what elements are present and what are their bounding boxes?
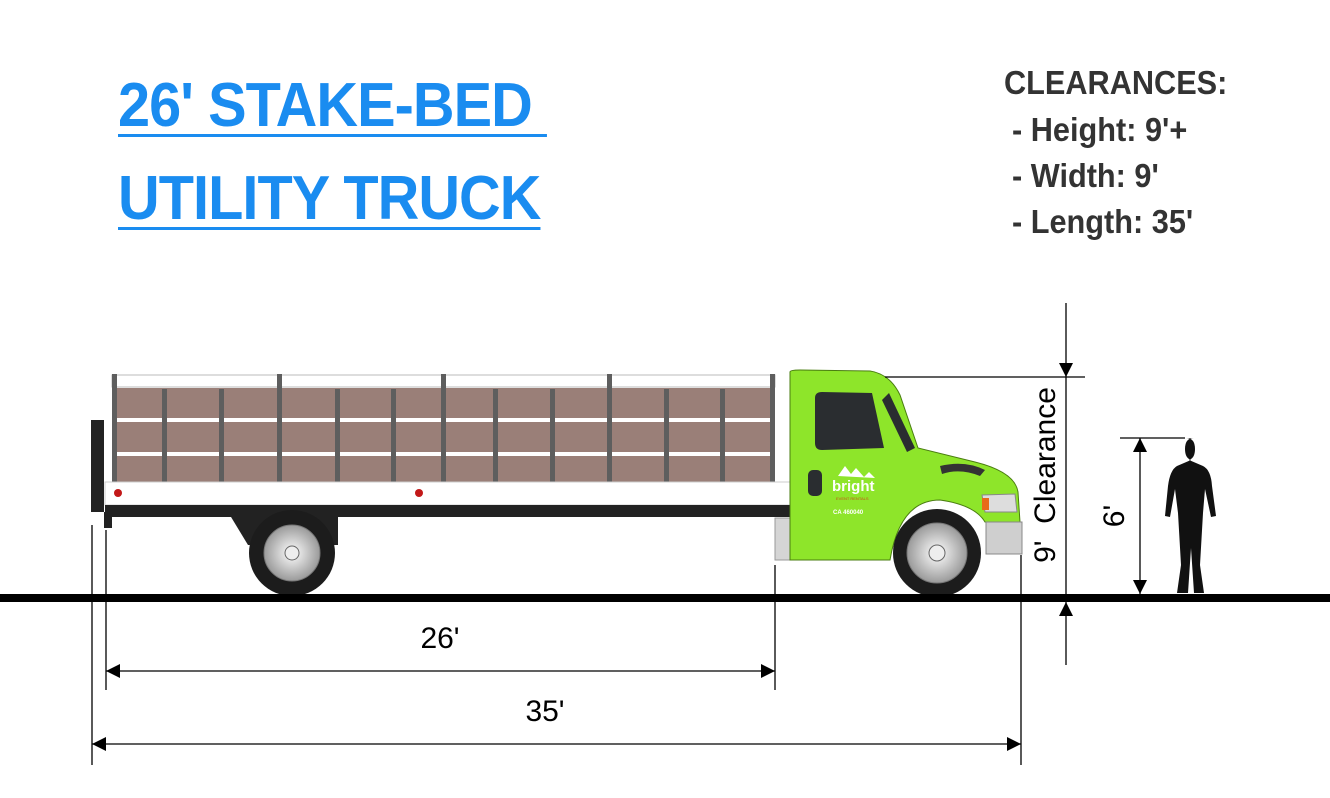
total-length-label: 35' [525, 695, 564, 728]
rear-wheel [249, 510, 335, 596]
logo-mountain-icon [838, 466, 875, 478]
title-line-1: 26' STAKE-BED [118, 71, 547, 140]
height-clearance-label: 9' Clearance [1029, 387, 1062, 563]
clearance-height: - Height: 9'+ [1012, 111, 1188, 148]
truck-cab: bright EVENT RENTALS CA 460040 [789, 369, 1023, 561]
person-height-label: 6' [1098, 505, 1131, 527]
dimension-lines [91, 303, 1185, 765]
logo-tagline: EVENT RENTALS [836, 496, 869, 501]
ground-line [0, 594, 1330, 602]
plate-number: CA 460040 [833, 510, 864, 516]
clearances-heading: CLEARANCES: [1004, 64, 1228, 101]
logo-text: bright [832, 478, 875, 495]
title-line-2: UTILITY TRUCK [118, 164, 541, 233]
front-wheel [893, 509, 981, 597]
bed-length-label: 26' [420, 622, 459, 655]
clearance-width: - Width: 9' [1012, 157, 1159, 194]
stake-bed [91, 374, 791, 545]
person-silhouette [1165, 438, 1216, 593]
clearance-length: - Length: 35' [1012, 203, 1194, 240]
